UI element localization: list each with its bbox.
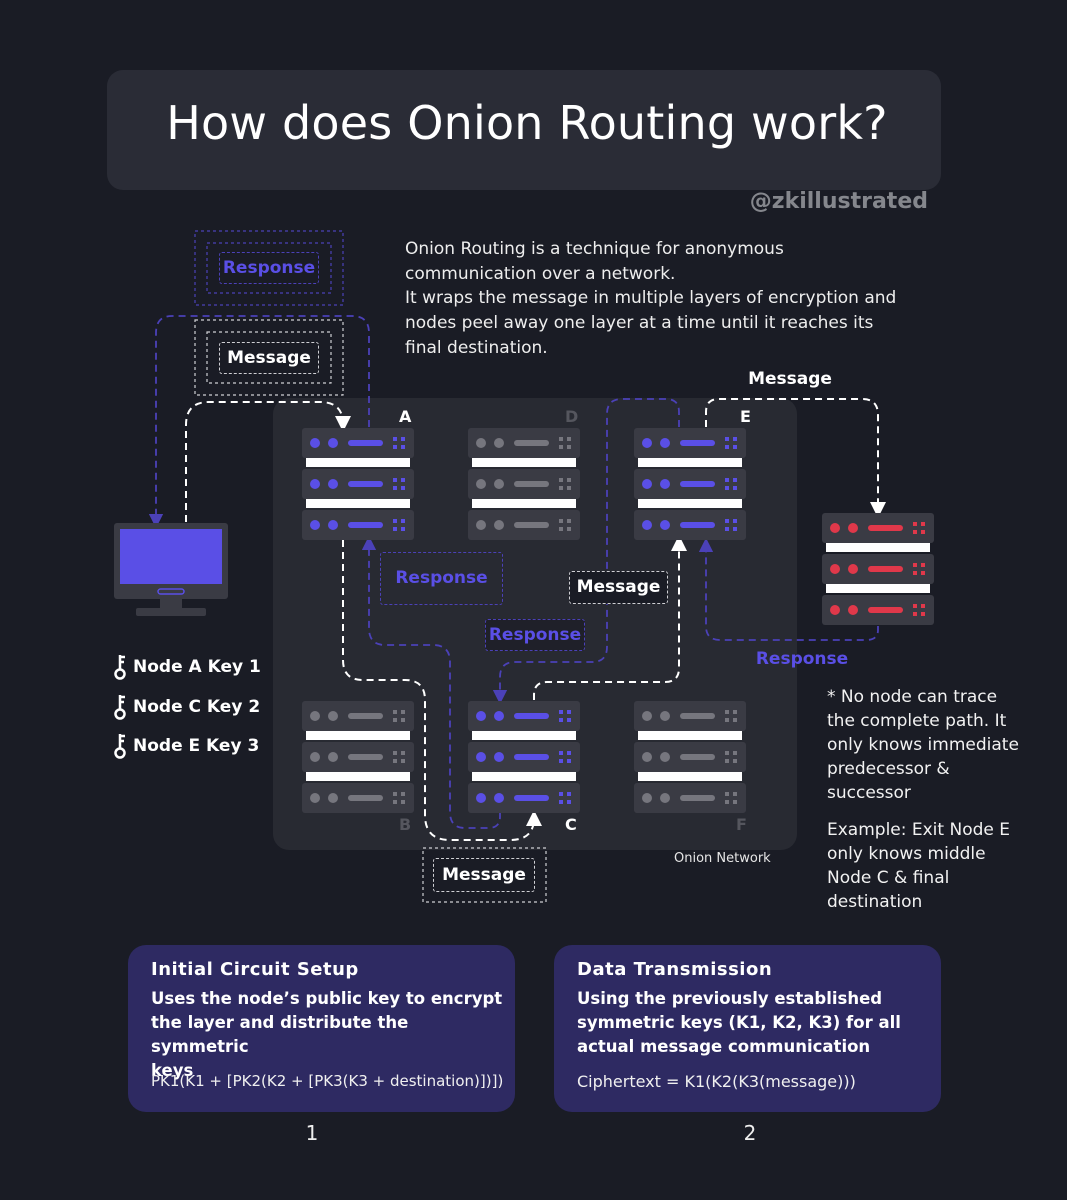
card-desc-line: Uses the node’s public key to encrypt: [151, 989, 503, 1008]
intro-line: It wraps the message in multiple layers …: [405, 288, 897, 309]
message-tag: Message: [569, 571, 668, 604]
card-title: Data Transmission: [577, 959, 773, 980]
key-icon: [114, 655, 126, 680]
key-icon: [114, 734, 126, 759]
node-label-d: D: [565, 407, 579, 426]
response-tag: Response: [380, 552, 503, 605]
response-path-e-to-c: [492, 398, 680, 705]
server-icon: [302, 428, 414, 540]
card-formula: Ciphertext = K1(K2(K3(message))): [577, 1072, 856, 1091]
message-mid-box: [206, 331, 332, 384]
response-path-a-to-computer: [148, 315, 370, 529]
card-title: Initial Circuit Setup: [151, 959, 359, 980]
server-icon: [302, 701, 414, 813]
title-panel: [107, 70, 941, 190]
card-desc-line: the layer and distribute the symmetric: [151, 1013, 409, 1056]
intro-text: Onion Routing is a technique for anonymo…: [405, 237, 945, 361]
card-formula: PK1(K1 + [PK2(K2 + [PK3(K3 + destination…: [151, 1072, 504, 1090]
message-path-c-to-e: [533, 535, 687, 700]
message-path-computer-to-a: [185, 401, 351, 522]
note-line: Node C & final: [827, 868, 950, 888]
note-line: predecessor &: [827, 759, 950, 779]
server-icon: [822, 513, 934, 625]
intro-line: nodes peel away one layer at a time unti…: [405, 313, 874, 334]
server-icon: [634, 701, 746, 813]
card-desc-line: Using the previously established: [577, 989, 883, 1008]
note-line: * No node can trace: [827, 687, 998, 707]
message-outer-box: [194, 319, 344, 396]
message-tag: Message: [748, 369, 832, 389]
key-list-item: Node A Key 1: [113, 653, 261, 681]
response-path-destination-to-e: [698, 537, 879, 641]
message-path-a-to-c: [342, 540, 542, 841]
card-description: Using the previously established symmetr…: [577, 987, 937, 1059]
intro-line: Onion Routing is a technique for anonymo…: [405, 239, 784, 259]
message-tag: Message: [433, 858, 535, 892]
server-icon: [468, 428, 580, 540]
key-list-item: Node C Key 2: [113, 693, 260, 721]
key-icon: [114, 695, 126, 720]
card-desc-line: keys: [151, 1061, 194, 1080]
example-note: Example: Exit Node E only knows middle N…: [827, 818, 1057, 914]
node-label-b: B: [399, 815, 412, 834]
key-list-item: Node E Key 3: [113, 732, 259, 760]
computer-icon: [114, 523, 228, 616]
node-label-c: C: [565, 815, 577, 834]
key-label: Node E Key 3: [133, 736, 260, 756]
server-icon: [468, 701, 580, 813]
path-note: * No node can trace the complete path. I…: [827, 685, 1057, 805]
card-desc-line: symmetric keys (K1, K2, K3) for all: [577, 1013, 901, 1032]
response-outer-box: [194, 230, 344, 306]
note-line: destination: [827, 892, 923, 912]
note-line: successor: [827, 783, 911, 803]
key-label: Node A Key 1: [133, 657, 261, 677]
circuit-setup-card: Initial Circuit Setup Uses the node’s pu…: [128, 945, 515, 1112]
response-tag: Response: [755, 649, 849, 669]
note-line: only knows middle: [827, 844, 986, 864]
network-label: Onion Network: [674, 851, 771, 866]
card-number: 2: [743, 1121, 757, 1145]
note-line: the complete path. It: [827, 711, 1007, 731]
card-number: 1: [305, 1121, 319, 1145]
data-transmission-card: Data Transmission Using the previously e…: [554, 945, 941, 1112]
node-label-a: A: [399, 407, 412, 426]
response-path-c-to-a: [361, 535, 501, 829]
message-path-e-to-destination: [705, 398, 886, 518]
node-label-e: E: [740, 407, 751, 426]
author-handle: @zkillustrated: [749, 189, 928, 214]
server-icon: [634, 428, 746, 540]
note-line: Example: Exit Node E: [827, 820, 1010, 840]
message-bottom-outer-box: [422, 847, 547, 903]
page-title: How does Onion Routing work?: [166, 96, 888, 150]
card-description: Uses the node’s public key to encrypt th…: [151, 987, 511, 1083]
node-label-f: F: [736, 815, 747, 834]
intro-line: final destination.: [405, 337, 548, 358]
intro-line: communication over a network.: [405, 263, 676, 284]
key-label: Node C Key 2: [133, 697, 261, 717]
response-tag: Response: [219, 252, 319, 284]
card-desc-line: actual message communication: [577, 1037, 871, 1056]
message-tag: Message: [219, 342, 319, 374]
response-tag: Response: [485, 619, 585, 651]
response-mid-box: [206, 242, 332, 294]
note-line: only knows immediate: [827, 735, 1019, 755]
